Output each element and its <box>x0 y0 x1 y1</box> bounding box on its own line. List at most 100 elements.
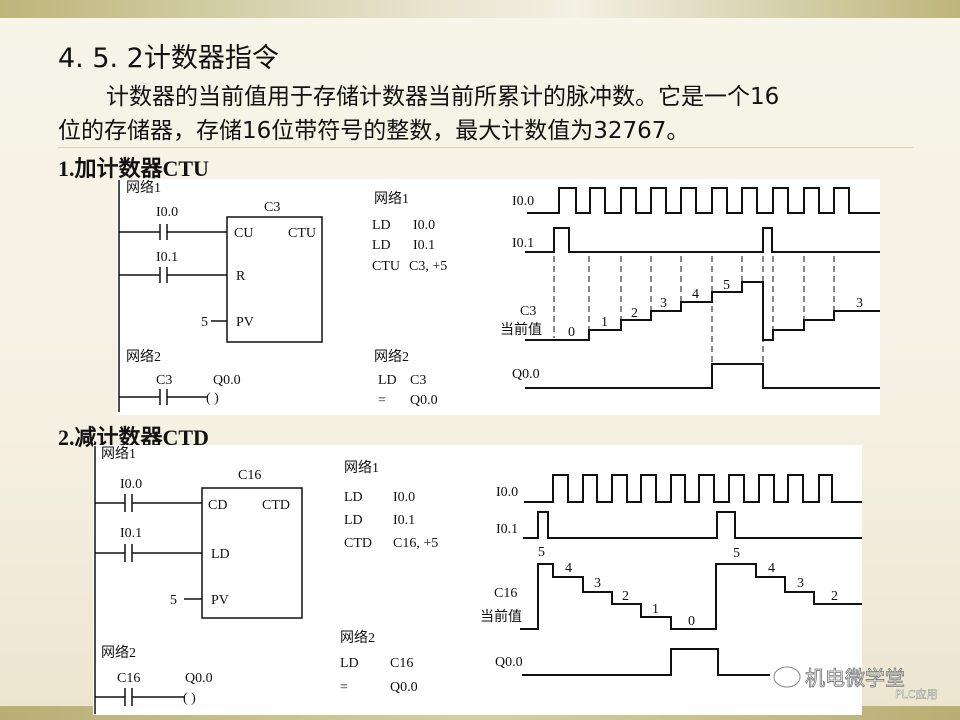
count-label: 5 <box>733 546 740 561</box>
contact-label: C3 <box>156 373 172 388</box>
intro-paragraph: 计数器的当前值用于存储计数器当前所累计的脉冲数。它是一个16 位的存储器，存储1… <box>58 80 908 148</box>
intro-line-2: 位的存储器，存储16位带符号的整数，最大计数值为32767。 <box>58 118 690 144</box>
il-op: CTU <box>372 259 400 274</box>
il-op: = <box>340 680 348 695</box>
count-label: 5 <box>538 545 545 560</box>
signal-label: 当前值 <box>480 608 522 625</box>
signal-label: I0.1 <box>496 522 518 537</box>
pv-pin: PV <box>211 593 229 608</box>
coil: ( ) <box>206 391 219 406</box>
counter-name: C3 <box>264 200 280 215</box>
il-network2: 网络2 <box>374 349 409 365</box>
il-operand: I0.0 <box>393 490 415 505</box>
contact-label: I0.0 <box>156 205 178 220</box>
il-op: = <box>378 393 386 408</box>
il-op: LD <box>344 490 363 505</box>
il-network1: 网络1 <box>374 191 409 207</box>
count-label: 0 <box>568 325 575 340</box>
counter-box <box>201 487 303 619</box>
pv-pin: PV <box>236 315 254 330</box>
ctd-panel: 网络1 I0.0 I0.1 C16 CD CTD LD PV 5 网络2 C16… <box>93 445 862 715</box>
count-label: 1 <box>601 315 608 330</box>
pv-value: 5 <box>170 593 177 608</box>
contact-i01 <box>119 267 227 283</box>
ctu-heading: 1.加计数器CTU <box>58 156 209 181</box>
il-operand: C16, +5 <box>393 536 438 551</box>
contact-label: C16 <box>117 671 140 686</box>
watermark: 机电微学堂 PLC应用 <box>773 666 938 701</box>
signal-label: I0.0 <box>512 194 534 209</box>
il-op: LD <box>372 238 391 253</box>
wechat-icon <box>773 666 801 688</box>
count-label: 3 <box>797 576 804 591</box>
network1-label: 网络1 <box>101 446 136 462</box>
page-title: 4. 5. 2计数器指令 <box>58 43 279 74</box>
q00-waveform <box>522 648 770 676</box>
counter-name: C16 <box>238 468 261 483</box>
il-op: LD <box>372 218 391 233</box>
il-operand: I0.0 <box>413 218 435 233</box>
contact-i00 <box>95 494 202 512</box>
c3-value-waveform <box>525 281 880 341</box>
watermark-sub: PLC应用 <box>895 687 937 701</box>
count-label: 4 <box>692 287 699 302</box>
il-operand: I0.1 <box>393 513 415 528</box>
divider <box>58 147 913 148</box>
counter-box <box>226 216 323 343</box>
q00-waveform <box>525 363 880 389</box>
signal-label: Q0.0 <box>512 367 540 382</box>
ctu-type: CTU <box>288 226 316 241</box>
count-label: 1 <box>652 602 659 617</box>
ctu-ladder: 网络1 I0.0 I0.1 C3 CU CTU R PV 5 网络2 C3 Q0… <box>118 180 323 412</box>
coil-label: Q0.0 <box>213 373 241 388</box>
il-op: CTD <box>344 536 372 551</box>
count-label: 4 <box>768 561 775 576</box>
contact-i01 <box>95 544 202 562</box>
r-pin: R <box>236 269 246 284</box>
ld-pin: LD <box>211 547 230 562</box>
signal-label: C3 <box>520 304 536 319</box>
count-label: 2 <box>631 306 638 321</box>
ctd-ladder: 网络1 I0.0 I0.1 C16 CD CTD LD PV 5 网络2 C16… <box>94 446 303 714</box>
signal-label: C16 <box>494 586 517 601</box>
watermark-text: 机电微学堂 <box>805 666 905 690</box>
ctd-instruction-list: 网络1 LD I0.0 LD I0.1 CTD C16, +5 网络2 LD C… <box>340 460 438 695</box>
count-label: 2 <box>622 589 629 604</box>
contact-label: I0.1 <box>156 250 178 265</box>
signal-label: I0.1 <box>512 236 534 251</box>
contact-c3 <box>119 389 208 405</box>
header-band <box>0 0 960 18</box>
il-operand: I0.1 <box>413 238 435 253</box>
signal-label: Q0.0 <box>495 655 523 670</box>
coil-label: Q0.0 <box>185 671 213 686</box>
contact-label: I0.1 <box>120 526 142 541</box>
il-op: LD <box>344 513 363 528</box>
ctu-instruction-list: 网络1 LD I0.0 LD I0.1 CTU C3, +5 网络2 LD C3… <box>372 191 447 408</box>
ctu-panel: 网络1 I0.0 I0.1 C3 CU CTU R PV 5 网络2 C3 Q0… <box>117 179 880 415</box>
coil: ( ) <box>183 691 196 706</box>
intro-line-1: 计数器的当前值用于存储计数器当前所累计的脉冲数。它是一个16 <box>106 84 780 110</box>
network1-label: 网络1 <box>126 180 161 196</box>
count-label: 3 <box>856 296 863 311</box>
il-network1: 网络1 <box>344 460 379 476</box>
count-label: 5 <box>723 278 730 293</box>
pv-value: 5 <box>201 315 208 330</box>
count-label: 2 <box>831 589 838 604</box>
ctu-timing-diagram: I0.0 I0.1 C3 当前值 Q0.0 0 1 2 3 4 5 3 <box>500 187 880 389</box>
il-operand: Q0.0 <box>390 680 418 695</box>
cd-pin: CD <box>208 498 227 513</box>
i00-waveform <box>527 187 880 214</box>
signal-label: I0.0 <box>496 485 518 500</box>
network2-label: 网络2 <box>101 645 136 661</box>
count-label: 3 <box>594 576 601 591</box>
contact-c16 <box>95 688 185 706</box>
cu-pin: CU <box>234 226 253 241</box>
il-operand: Q0.0 <box>410 393 438 408</box>
i01-waveform <box>525 227 880 253</box>
il-operand: C3, +5 <box>409 259 447 274</box>
c16-value-waveform <box>520 563 862 630</box>
ctd-timing-diagram: I0.0 I0.1 C16 当前值 Q0.0 5 4 3 2 1 0 5 4 3… <box>480 474 862 676</box>
ctd-type: CTD <box>262 498 290 513</box>
count-label: 3 <box>660 296 667 311</box>
